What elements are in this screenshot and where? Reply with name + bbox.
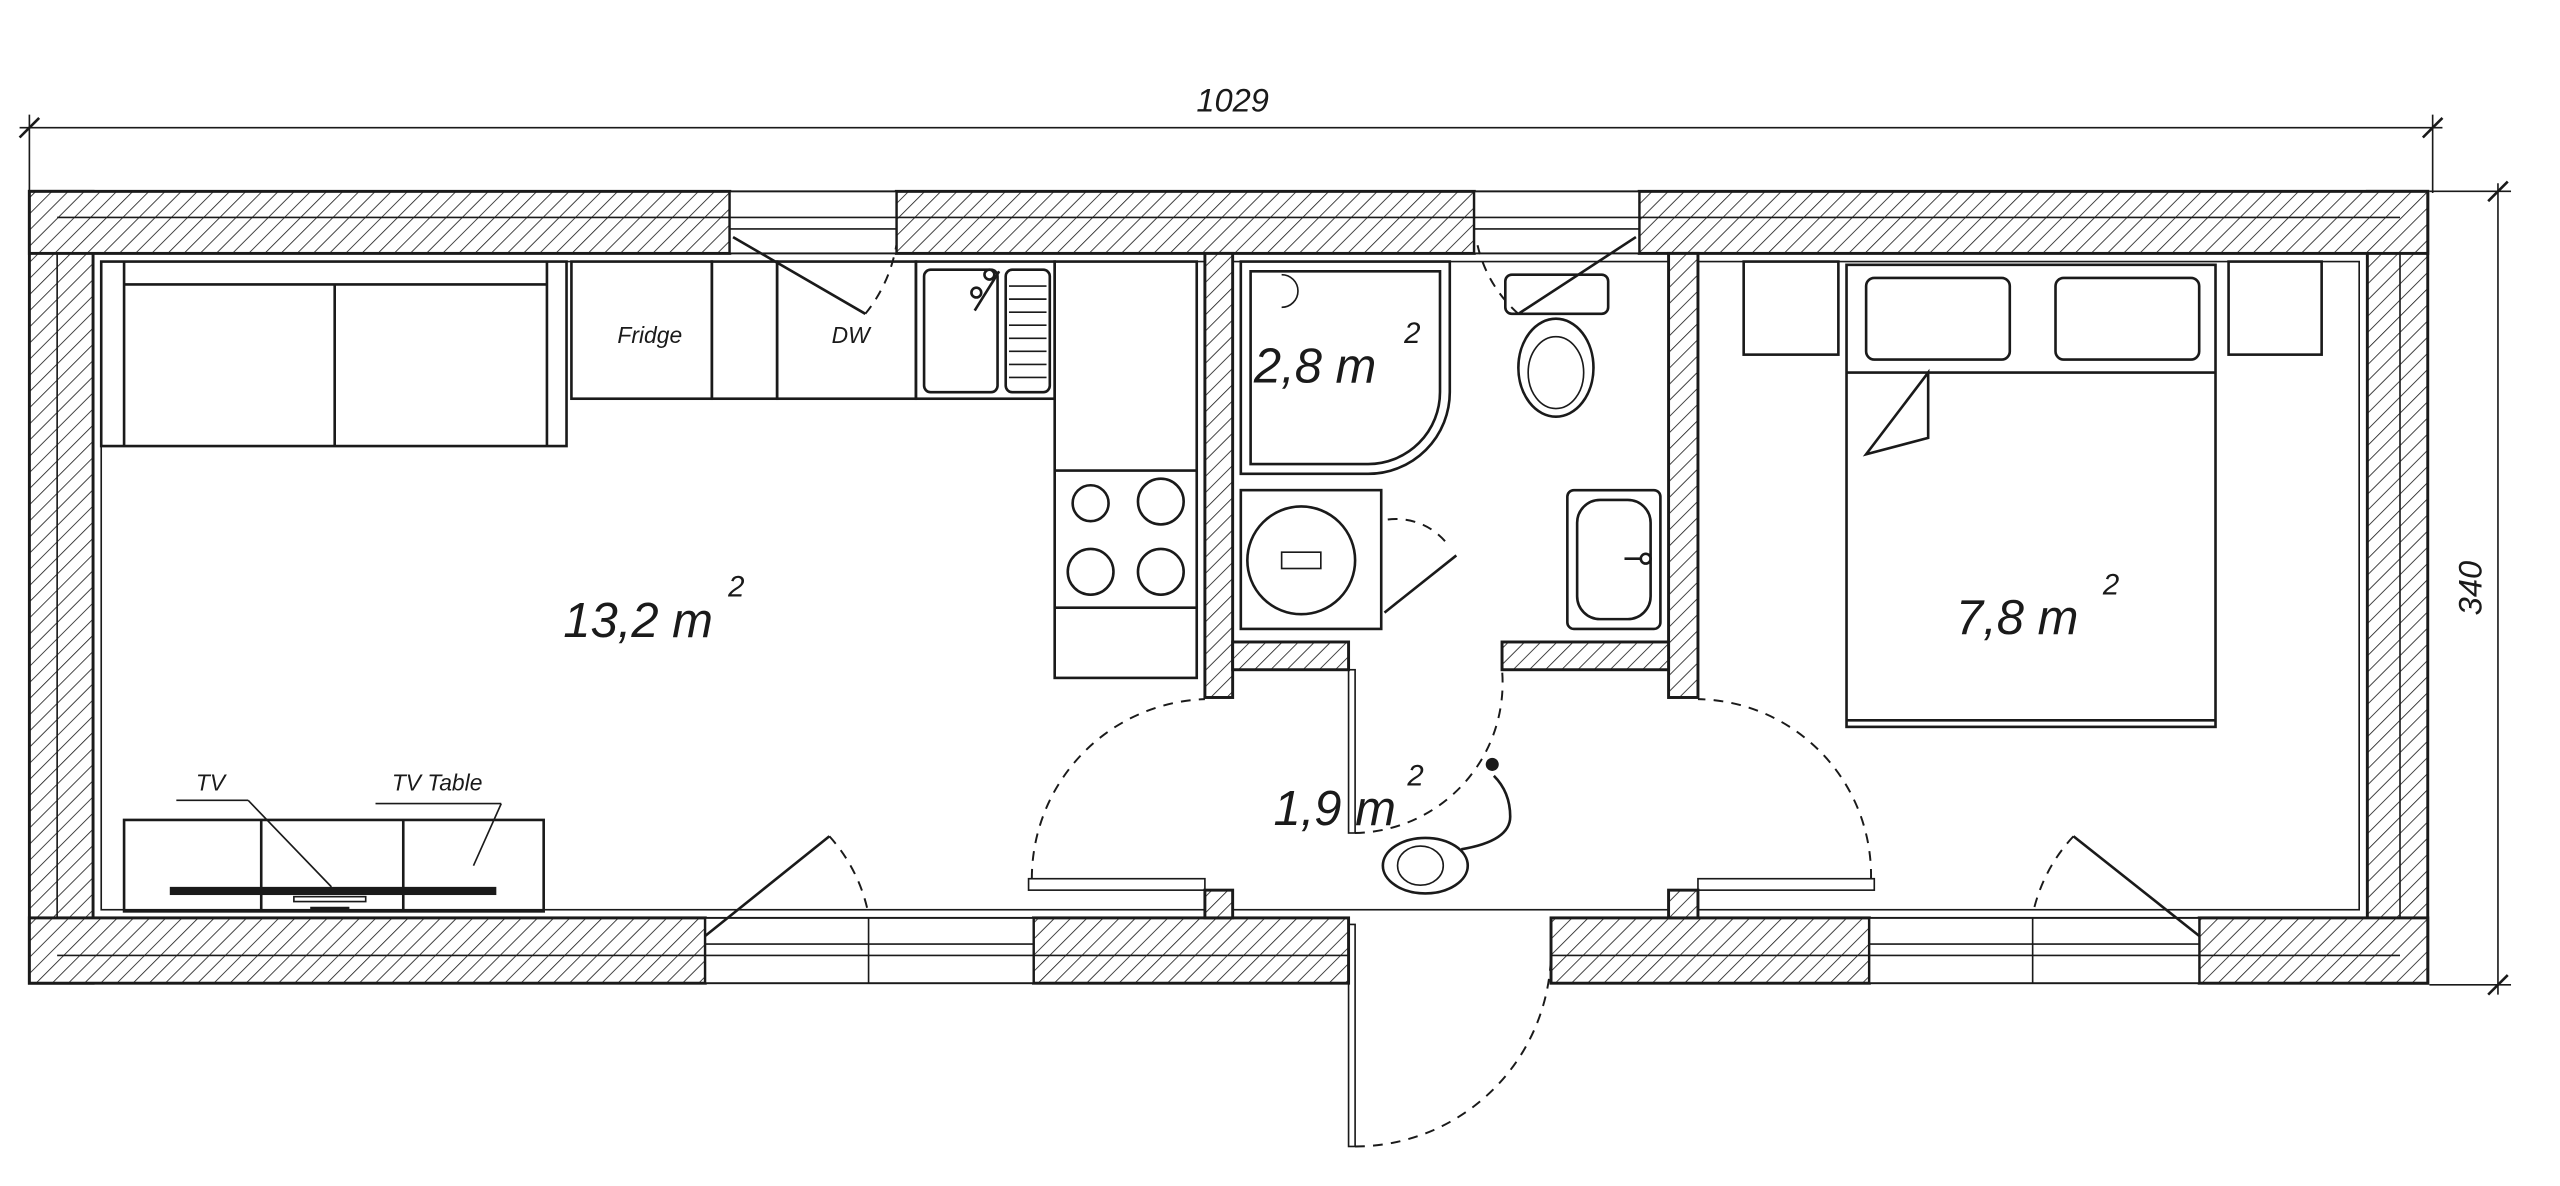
bedroom-door bbox=[1697, 698, 1876, 891]
entrance-door bbox=[1347, 923, 1552, 1148]
depth-dimension-label: 340 bbox=[2452, 561, 2489, 615]
balcony-door-living bbox=[704, 835, 1035, 985]
fridge: Fridge bbox=[570, 260, 714, 401]
hall-area-label: 1,9 m 2 bbox=[1273, 760, 1423, 836]
bedroom-area-label: 7,8 m 2 bbox=[1956, 569, 2119, 645]
tv-label: TV bbox=[196, 770, 228, 796]
toilet bbox=[1504, 273, 1610, 418]
living-door bbox=[1027, 698, 1206, 891]
window-kitchen bbox=[728, 190, 898, 255]
dishwasher-label: DW bbox=[832, 322, 872, 348]
person-figure bbox=[1381, 757, 1512, 895]
shower-area-label: 2,8 m 2 bbox=[1253, 317, 1421, 393]
fridge-label: Fridge bbox=[617, 322, 682, 348]
width-dimension-label: 1029 bbox=[1196, 81, 1269, 118]
bed bbox=[1845, 263, 2217, 729]
shower-area: 2,8 m bbox=[1253, 339, 1376, 393]
living-area-sup: 2 bbox=[727, 570, 744, 603]
stove bbox=[1066, 477, 1185, 596]
kitchen-counter bbox=[1053, 260, 1199, 680]
nightstand-left bbox=[1742, 260, 1840, 356]
bedroom-area-sup: 2 bbox=[2102, 569, 2119, 602]
faucet-icon bbox=[973, 270, 1001, 312]
window-bathroom bbox=[1473, 190, 1641, 255]
tv-leader: TV bbox=[176, 770, 333, 888]
shower-cabin bbox=[1239, 260, 1452, 476]
hall-area: 1,9 m bbox=[1273, 782, 1395, 836]
dishwasher: DW bbox=[775, 260, 918, 401]
nightstand-right bbox=[2227, 260, 2323, 356]
width-dimension: 1029 bbox=[18, 81, 2444, 193]
tv-table-leader: TV Table bbox=[375, 770, 502, 866]
bathroom-door bbox=[1347, 668, 1504, 834]
tv bbox=[169, 886, 497, 910]
washing-machine bbox=[1239, 488, 1458, 631]
sofa bbox=[99, 260, 568, 448]
exterior-walls bbox=[27, 189, 2430, 985]
depth-dimension: 340 bbox=[2429, 180, 2512, 996]
shower-area-sup: 2 bbox=[1403, 317, 1420, 350]
living-area: 13,2 m bbox=[563, 594, 713, 648]
washbasin bbox=[1566, 488, 1662, 631]
hall-area-sup: 2 bbox=[1406, 760, 1423, 793]
bedroom-area: 7,8 m bbox=[1956, 591, 2078, 645]
kitchen-window-sash bbox=[732, 235, 898, 315]
kitchen-sink bbox=[914, 260, 1056, 401]
tv-table-label: TV Table bbox=[392, 770, 483, 796]
kitchen-cabinet bbox=[710, 260, 779, 401]
balcony-door-bedroom bbox=[1868, 835, 2201, 985]
interior-walls bbox=[1203, 251, 1700, 920]
tv-table bbox=[122, 818, 545, 913]
living-area-label: 13,2 m 2 bbox=[563, 570, 744, 648]
